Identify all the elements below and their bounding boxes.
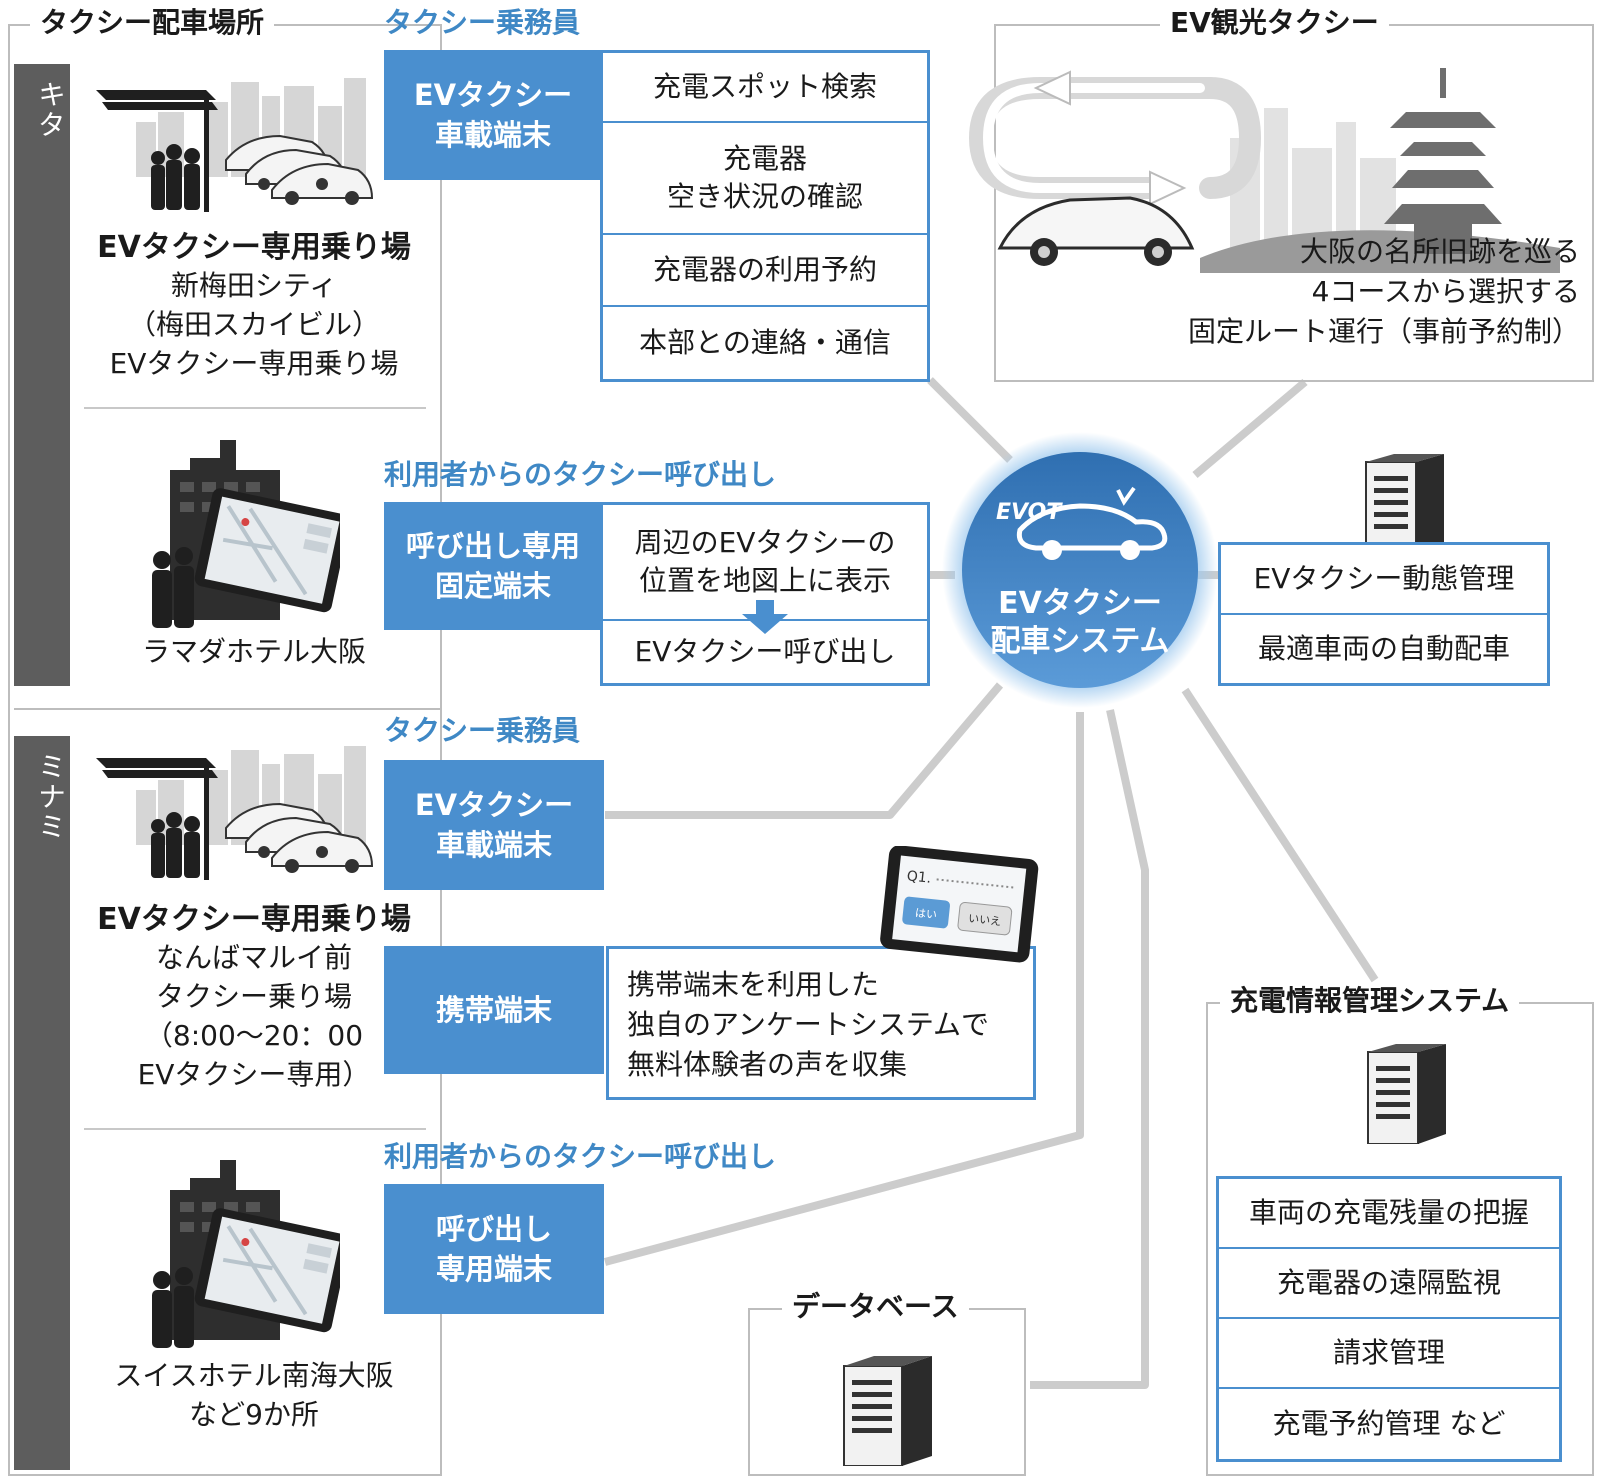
umeda-stand-title: EVタクシー専用乗り場 xyxy=(97,230,411,265)
region-kita-label: キタ xyxy=(14,64,70,686)
region-divider xyxy=(14,708,440,710)
call-group-title-1: 利用者からのタクシー呼び出し xyxy=(384,458,777,491)
kita-divider xyxy=(84,407,426,409)
vehicle-feature: 充電器の利用予約 xyxy=(603,235,927,307)
charging-server-icon xyxy=(1367,1044,1446,1144)
link-vehicle-terminal-1 xyxy=(927,377,1013,463)
survey-tablet-illustration: Q1. はい いいえ xyxy=(880,846,1039,963)
dispatch-hub xyxy=(942,432,1218,708)
charging-system-title: 充電情報管理システム xyxy=(1220,984,1520,1018)
driver-group-title-1: タクシー乗務員 xyxy=(384,6,581,39)
call-fixed-terminal: 呼び出し専用 固定端末 xyxy=(384,502,602,630)
charging-feature: 充電予約管理 など xyxy=(1272,1407,1506,1440)
call-dedicated-terminal: 呼び出し 専用端末 xyxy=(384,1184,604,1314)
survey-yes: はい xyxy=(914,906,937,921)
minami-divider xyxy=(84,1128,426,1130)
call-group-title-2: 利用者からのタクシー呼び出し xyxy=(384,1140,777,1173)
hub-label: EVタクシー 配車システム xyxy=(990,586,1170,659)
call-feature-map: 周辺のEVタクシーの 位置を地図上に表示 xyxy=(603,505,927,621)
vehicle-feature: 充電器 空き状況の確認 xyxy=(603,123,927,235)
call-features-list: 周辺のEVタクシーの 位置を地図上に表示 EVタクシー呼び出し xyxy=(600,502,930,686)
charging-feature: 車両の充電残量の把握 xyxy=(1219,1179,1559,1249)
charging-features-list: 車両の充電残量の把握 充電器の遠隔監視 請求管理 充電予約管理 など xyxy=(1216,1176,1562,1462)
umeda-stand-text: 新梅田シティ （梅田スカイビル） EVタクシー専用乗り場 xyxy=(109,269,399,380)
vehicle-terminal-1: EVタクシー 車載端末 xyxy=(384,50,602,180)
charging-feature: 充電器の遠隔監視 xyxy=(1219,1249,1559,1319)
vehicle-features-list: 充電スポット検索 充電器 空き状況の確認 充電器の利用予約 本部との連絡・通信 xyxy=(600,50,930,382)
ramada-venue: ラマダホテル大阪 xyxy=(141,635,366,668)
namba-stand-title: EVタクシー専用乗り場 xyxy=(97,902,411,937)
vehicle-feature: 充電スポット検索 xyxy=(603,53,927,123)
ev-tourism-title: EV観光タクシー xyxy=(1160,6,1389,40)
hotel-call-terminal-illustration-ramada xyxy=(152,440,340,628)
hotel-call-terminal-illustration-swiss xyxy=(152,1160,340,1348)
dispatch-locations-title: タクシー配車場所 xyxy=(30,6,275,40)
driver-group-title-2: タクシー乗務員 xyxy=(384,714,581,747)
survey-no: いいえ xyxy=(968,912,1002,928)
vehicle-feature: 本部との連絡・通信 xyxy=(639,326,891,359)
database-title: データベース xyxy=(782,1290,969,1324)
swiss-venue: スイスホテル南海大阪 など9か所 xyxy=(114,1359,394,1431)
mobile-feature-text: 携帯端末を利用した 独自のアンケートシステムで 無料体験者の声を収集 xyxy=(627,968,990,1081)
vehicle-terminal-2: EVタクシー 車載端末 xyxy=(384,760,604,890)
link-vehicle-terminal-2 xyxy=(605,682,1004,819)
link-call-dedicated xyxy=(603,712,1084,1266)
link-charging xyxy=(1181,687,1379,983)
dispatch-server-icon xyxy=(1365,454,1444,554)
ev-tourism-text: 大阪の名所旧跡を巡る 4コースから選択する 固定ルート運行（事前予約制） xyxy=(1187,235,1580,348)
charging-feature: 請求管理 xyxy=(1219,1319,1559,1389)
hub-logo: EVOT xyxy=(996,500,1062,525)
link-tourism xyxy=(1192,378,1308,479)
database-server-icon xyxy=(843,1356,932,1466)
system-features-list: EVタクシー動態管理 最適車両の自動配車 xyxy=(1218,542,1550,686)
mobile-feature-box: 携帯端末を利用した 独自のアンケートシステムで 無料体験者の声を収集 xyxy=(606,946,1036,1100)
call-feature-call: EVタクシー呼び出し xyxy=(634,635,896,668)
arrow-down-icon xyxy=(742,600,788,634)
namba-stand-text: なんばマルイ前 タクシー乗り場 （8:00〜20：00 EVタクシー専用） xyxy=(137,941,371,1091)
survey-question: Q1. xyxy=(906,868,932,886)
taxi-stand-illustration-umeda xyxy=(96,78,374,212)
link-database xyxy=(1030,709,1149,1389)
tourism-route-illustration xyxy=(968,68,1560,273)
mobile-terminal: 携帯端末 xyxy=(384,946,604,1074)
system-feature: 最適車両の自動配車 xyxy=(1257,632,1510,665)
system-feature: EVタクシー動態管理 xyxy=(1221,545,1547,615)
region-minami-label: ミナミ xyxy=(14,736,70,1470)
taxi-stand-illustration-namba xyxy=(96,746,374,880)
